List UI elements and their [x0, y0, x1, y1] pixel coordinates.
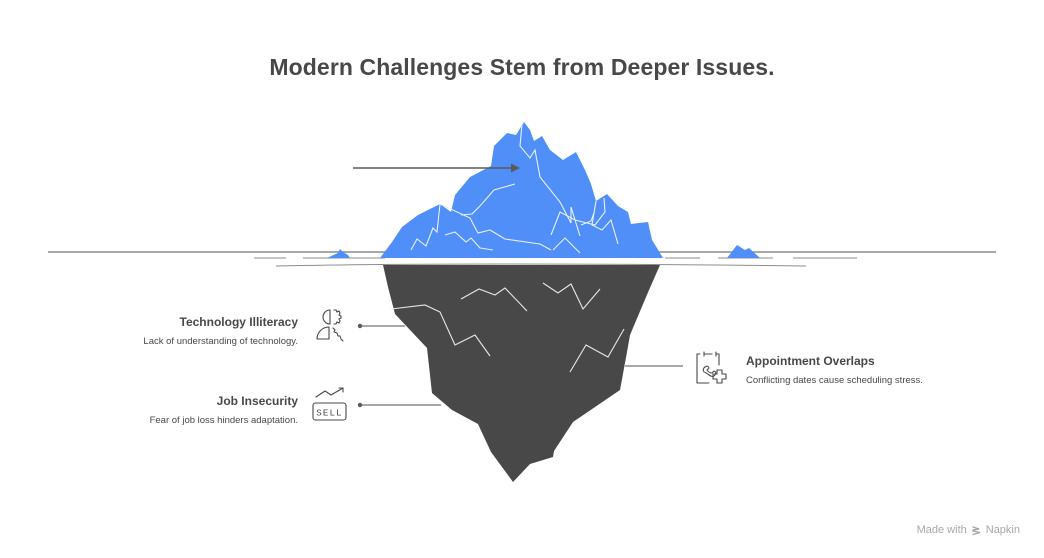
iceberg-tip	[380, 122, 663, 258]
calendar-phone-plus-icon	[696, 351, 727, 384]
footer-brand: Napkin	[985, 524, 1020, 536]
page-title: Modern Challenges Stem from Deeper Issue…	[269, 54, 775, 80]
item-heading: Technology Illiteracy	[179, 315, 298, 329]
item-description: Conflicting dates cause scheduling stres…	[746, 375, 923, 386]
water-ripples	[254, 257, 857, 267]
small-iceberg-right	[727, 245, 760, 258]
napkin-logo-icon	[971, 525, 982, 536]
item-description: Lack of understanding of technology.	[143, 336, 298, 347]
small-iceberg-left	[327, 249, 350, 258]
connector-job-insecurity	[357, 402, 441, 408]
tip-cracks	[410, 123, 619, 254]
item-technology-illiteracy: Technology Illiteracy Lack of understand…	[143, 315, 298, 347]
iceberg-base	[383, 265, 660, 482]
svg-text:SELL: SELL	[316, 409, 342, 419]
tip-arrow	[353, 163, 520, 173]
person-gear-icon	[316, 309, 344, 342]
footer-prefix: Made with	[916, 524, 967, 536]
item-job-insecurity: Job Insecurity Fear of job loss hinders …	[150, 394, 298, 426]
item-description: Fear of job loss hinders adaptation.	[149, 415, 298, 426]
item-appointment-overlaps: Appointment Overlaps Conflicting dates c…	[746, 354, 923, 386]
item-heading: Job Insecurity	[216, 394, 298, 408]
connector-technology-illiteracy	[357, 323, 405, 329]
base-cracks	[390, 282, 625, 373]
sell-trend-icon: SELL	[312, 387, 347, 421]
item-heading: Appointment Overlaps	[746, 354, 875, 368]
made-with-napkin[interactable]: Made with Napkin	[917, 524, 1020, 536]
